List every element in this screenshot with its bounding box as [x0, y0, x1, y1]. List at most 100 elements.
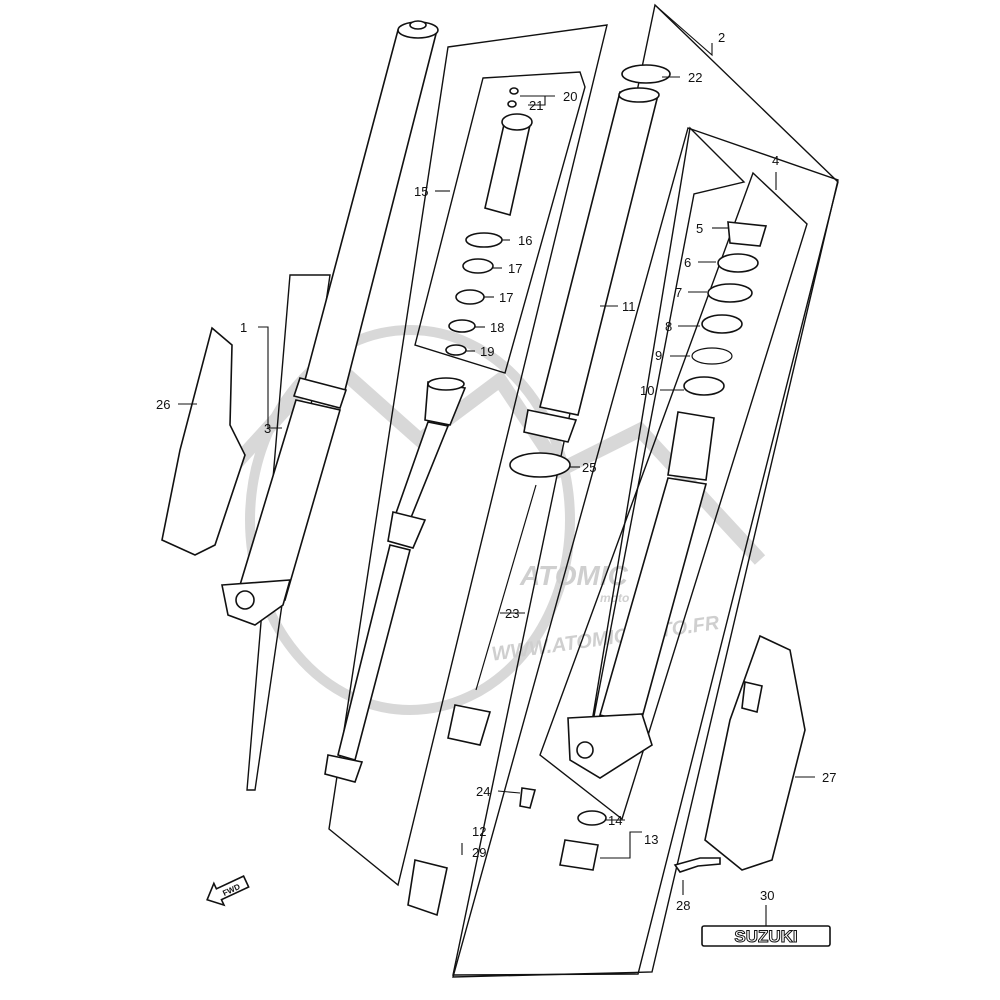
rod-lower — [337, 544, 411, 762]
callout-19: 19 — [480, 344, 494, 359]
part-15-assembly — [445, 87, 533, 356]
callout-6: 6 — [684, 255, 691, 270]
bolt-28 — [673, 857, 721, 873]
part-18-ring — [448, 319, 476, 333]
frame-part-15 — [414, 71, 586, 374]
frame-inner-left — [328, 24, 608, 887]
lead-1-3 — [258, 326, 282, 429]
callout-23: 23 — [505, 606, 519, 621]
lower-fasteners — [519, 787, 607, 871]
frame-assembly-2 — [452, 3, 839, 976]
callout-29: 29 — [472, 845, 486, 860]
part-23-rod — [475, 484, 537, 691]
callout-8: 8 — [665, 319, 672, 334]
callout-13: 13 — [644, 832, 658, 847]
callout-20: 20 — [563, 89, 577, 104]
callout-25: 25 — [582, 460, 596, 475]
part-21-washer — [507, 100, 517, 108]
outer-tube-axle-hole — [235, 590, 255, 610]
rod-top-ring — [427, 377, 465, 391]
fwd-arrow-icon — [206, 875, 250, 907]
callout-12: 12 — [472, 824, 486, 839]
part-22-ring — [621, 64, 671, 84]
lead-13 — [600, 831, 642, 859]
watermark-ring — [245, 325, 575, 715]
callout-30: 30 — [760, 888, 774, 903]
guard-27-slot — [741, 681, 763, 713]
guard-27-shape — [704, 634, 806, 871]
part-8-oil-seal — [701, 314, 743, 334]
callout-7: 7 — [675, 285, 682, 300]
callout-5: 5 — [696, 221, 703, 236]
lead-24 — [497, 790, 521, 794]
outer-tube-axle-boss — [221, 579, 292, 626]
inner-tube-top — [618, 87, 660, 103]
callout-14: 14 — [608, 813, 622, 828]
callout-27: 27 — [822, 770, 836, 785]
callout-21: 21 — [529, 98, 543, 113]
leader-lines — [178, 4, 815, 928]
outer-tube-seal — [292, 377, 348, 409]
lower-fork-tube-4 — [567, 411, 715, 779]
spring-lower — [407, 859, 448, 917]
callout-16: 16 — [518, 233, 532, 248]
part-6-bushing — [717, 253, 759, 273]
bolt-28-shape — [673, 857, 721, 873]
callout-2: 2 — [718, 30, 725, 45]
inner-tube-11 — [447, 64, 671, 746]
outer-tube-cap-bolt — [409, 20, 427, 30]
suzuki-label: SUZUKI — [734, 927, 797, 946]
part-24-bolt — [519, 787, 537, 809]
part-25-ring — [509, 452, 571, 478]
fork-guard-26 — [161, 326, 246, 556]
part-16-ring — [465, 232, 503, 248]
lower-tube-top — [667, 411, 715, 481]
part-5-bushing — [727, 221, 768, 247]
fwd-arrow: FWD — [206, 875, 250, 907]
part-20-bolt — [509, 87, 519, 95]
frames — [246, 3, 839, 978]
callout-1: 1 — [240, 320, 247, 335]
lead-2 — [654, 4, 713, 57]
part-17b-ring — [455, 289, 485, 305]
callout-26: 26 — [156, 397, 170, 412]
callout-22: 22 — [688, 70, 702, 85]
outer-tube-1 — [221, 20, 439, 626]
frame-part-4-inner — [539, 171, 808, 821]
inner-tube-upper — [539, 91, 660, 416]
callout-17b: 17 — [499, 290, 513, 305]
frame-part-4-top — [585, 126, 746, 759]
suzuki-emblem: SUZUKI — [701, 925, 831, 947]
inner-tube-bottom — [523, 409, 578, 443]
callout-28: 28 — [676, 898, 690, 913]
part-14-oring — [577, 810, 607, 826]
part-10-dust-seal — [683, 376, 725, 396]
lead-20-21 — [520, 95, 555, 106]
rod-collar — [387, 511, 427, 549]
watermark-brand: ATOMIC — [519, 560, 629, 591]
part-9-clip — [691, 347, 733, 365]
part-19-ring — [445, 344, 467, 356]
watermark-sub: moto — [600, 591, 629, 605]
part-17a-ring — [462, 258, 494, 274]
callout-15: 15 — [414, 184, 428, 199]
part-15-top — [501, 113, 533, 131]
callout-numbers: 2 22 20 21 15 16 17 17 18 19 11 25 23 24… — [156, 30, 836, 913]
frame-assembly-4 — [452, 127, 839, 978]
part-15-body — [484, 119, 531, 216]
seal-kit-4 — [683, 221, 768, 396]
callout-11: 11 — [622, 299, 636, 314]
part-7-washer — [707, 283, 753, 303]
callout-24: 24 — [476, 784, 490, 799]
callout-10: 10 — [640, 383, 654, 398]
part-13-plug — [559, 839, 599, 871]
guard-26-shape — [161, 326, 246, 556]
rod-bottom — [324, 754, 364, 783]
callout-3: 3 — [264, 421, 271, 436]
fork-guard-27 — [704, 634, 806, 871]
callout-9: 9 — [655, 348, 662, 363]
part-23-spring — [447, 704, 492, 746]
callout-18: 18 — [490, 320, 504, 335]
